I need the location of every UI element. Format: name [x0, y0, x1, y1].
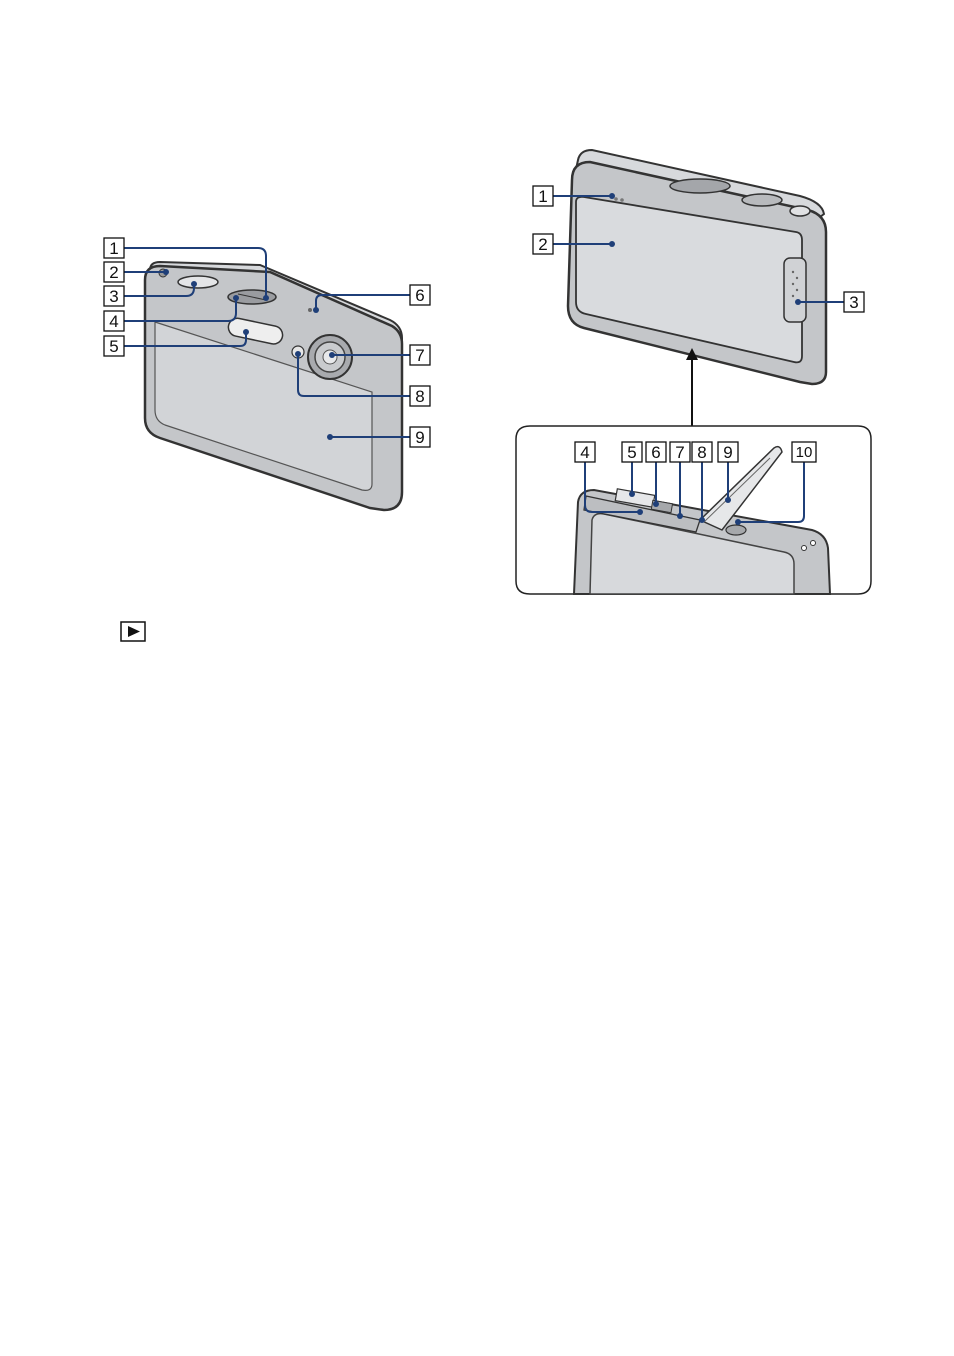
svg-text:6: 6	[415, 286, 424, 305]
back-callout-3: 3	[844, 292, 864, 312]
svg-text:6: 6	[651, 443, 660, 462]
front-callout-7: 7	[410, 345, 430, 365]
front-callout-5: 5	[104, 336, 124, 356]
back-camera-illustration	[568, 150, 826, 384]
front-callout-4: 4	[104, 311, 124, 331]
svg-text:9: 9	[415, 428, 424, 447]
svg-text:9: 9	[723, 443, 732, 462]
bottom-callout-4: 4	[575, 442, 595, 462]
front-callout-8: 8	[410, 386, 430, 406]
svg-text:3: 3	[109, 287, 118, 306]
svg-text:4: 4	[580, 443, 589, 462]
bottom-callout-6: 6	[646, 442, 666, 462]
bottom-callout-9: 9	[718, 442, 738, 462]
front-callout-6: 6	[410, 285, 430, 305]
svg-text:3: 3	[849, 293, 858, 312]
svg-text:10: 10	[796, 444, 813, 461]
svg-text:2: 2	[109, 263, 118, 282]
front-callout-2: 2	[104, 262, 124, 282]
svg-text:5: 5	[627, 443, 636, 462]
front-callout-3: 3	[104, 286, 124, 306]
front-camera-illustration	[145, 262, 402, 510]
back-callout-1: 1	[533, 186, 553, 206]
svg-text:1: 1	[538, 187, 547, 206]
svg-text:2: 2	[538, 235, 547, 254]
bottom-callout-7: 7	[670, 442, 690, 462]
view-transition-arrow	[686, 348, 698, 426]
svg-text:5: 5	[109, 337, 118, 356]
front-callout-9: 9	[410, 427, 430, 447]
front-callout-1: 1	[104, 238, 124, 258]
back-callout-2: 2	[533, 234, 553, 254]
bottom-callout-10: 10	[792, 442, 816, 462]
playback-triangle-icon	[121, 622, 145, 641]
svg-text:1: 1	[109, 239, 118, 258]
svg-text:7: 7	[675, 443, 684, 462]
svg-text:4: 4	[109, 312, 118, 331]
svg-text:8: 8	[415, 387, 424, 406]
bottom-callout-5: 5	[622, 442, 642, 462]
bottom-callout-8: 8	[692, 442, 712, 462]
svg-text:8: 8	[697, 443, 706, 462]
svg-text:7: 7	[415, 346, 424, 365]
